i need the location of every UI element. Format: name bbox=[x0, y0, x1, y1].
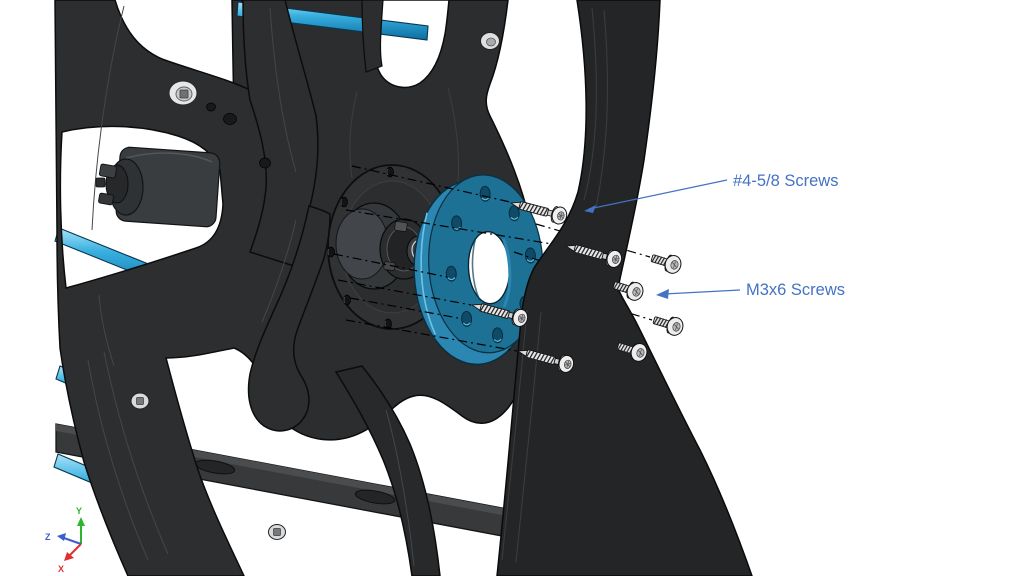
motor-body[interactable] bbox=[95, 146, 221, 228]
callout-top-leader bbox=[588, 179, 728, 210]
orientation-triad: Y Z X bbox=[45, 506, 85, 574]
axis-label-x: X bbox=[58, 564, 64, 574]
axis-label-z: Z bbox=[45, 532, 51, 542]
callout-bottom-group: M3x6 Screws bbox=[656, 281, 845, 299]
callout-bottom-label: M3x6 Screws bbox=[746, 281, 845, 299]
plate-contour-lines bbox=[349, 87, 460, 183]
strut-contours bbox=[501, 7, 609, 563]
callout-bottom-leader bbox=[663, 289, 741, 295]
axis-label-y: Y bbox=[76, 506, 82, 516]
callout-top-arrowhead bbox=[584, 205, 596, 213]
left-plate-contours bbox=[87, 5, 285, 561]
spoke-contours bbox=[261, 7, 415, 567]
fork-left-branch bbox=[361, 0, 384, 73]
frame-hardware bbox=[130, 32, 500, 540]
frame-spokes[interactable] bbox=[242, 0, 441, 576]
callout-top-group: #4-5/8 Screws bbox=[584, 172, 838, 213]
motor-flange[interactable] bbox=[409, 172, 548, 367]
right-strut[interactable] bbox=[496, 0, 753, 576]
callout-bottom-arrowhead bbox=[656, 289, 669, 299]
callout-top-label: #4-5/8 Screws bbox=[733, 172, 838, 190]
